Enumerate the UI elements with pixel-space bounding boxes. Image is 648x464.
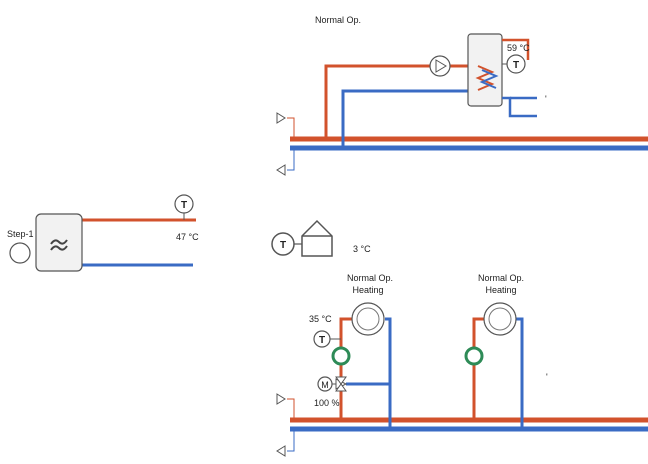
temperature-sensor-icon[interactable]: [174, 194, 194, 214]
heating-return-outlet-line: [287, 431, 295, 452]
circuit-1-sensor-letter: T: [319, 335, 325, 346]
circuit-1-return-pipe: [385, 317, 392, 429]
house-icon: [301, 219, 333, 257]
circuit-1-valve-letter: M: [321, 380, 329, 390]
heating-circuits-group[interactable]: [276, 393, 648, 457]
circuit-2-supply-pipe: [472, 317, 484, 420]
mixing-valve-top-icon: [335, 376, 347, 385]
circuit-1-status: Normal Op.: [347, 273, 393, 283]
temperature-sensor-icon[interactable]: [506, 54, 526, 74]
circuit-2-mode: Heating: [485, 285, 516, 295]
circuit-2-stray-mark: ': [546, 372, 548, 382]
dhw-charge-supply-pipe: [324, 64, 430, 139]
boiler-sensor-letter: T: [181, 200, 187, 211]
return-outlet-arrow-icon: [276, 164, 286, 176]
dhw-cold-in-pipe: [502, 96, 537, 118]
outdoor-temp: 3 °C: [353, 244, 371, 254]
heating-circuit-1[interactable]: Normal Op. Heating 35 °C T M 100 %: [309, 273, 393, 429]
dhw-charge-return-pipe: [341, 89, 476, 148]
boiler-pump-icon[interactable]: [9, 242, 31, 264]
return-outlet-line: [287, 150, 295, 171]
circuit-2-return-pipe: [516, 317, 524, 429]
dhw-hot-out-pipe: [502, 38, 530, 60]
boiler-flow-temp: 47 °C: [176, 232, 199, 242]
circuit-1-flow-temp: 35 °C: [309, 314, 332, 324]
supply-inlet-line: [287, 117, 295, 137]
boiler-label: Step-1: [7, 229, 34, 239]
circuit-2-pump-icon[interactable]: [464, 346, 484, 366]
dhw-pump-arrow-icon: [435, 59, 447, 73]
circuit-1-pump-icon[interactable]: [331, 346, 351, 366]
dhw-stray-mark: ': [545, 94, 547, 104]
radiator-inner-ring: [488, 307, 512, 331]
dhw-pump-icon[interactable]: [429, 55, 451, 77]
dhw-group[interactable]: Normal Op. ' 59 °C T: [276, 15, 648, 176]
outdoor-sensor-group[interactable]: T 3 °C: [271, 219, 371, 257]
outdoor-sensor-letter: T: [280, 240, 286, 251]
dhw-sensor-letter: T: [513, 60, 519, 71]
circuit-2-status: Normal Op.: [478, 273, 524, 283]
supply-inlet-arrow-icon: [276, 112, 286, 124]
dhw-temp: 59 °C: [507, 43, 530, 53]
boiler-group[interactable]: Step-1 T 47 °C: [7, 194, 199, 272]
circuit-1-supply-pipe: [339, 317, 352, 420]
heat-coil-icon: [475, 65, 495, 91]
heating-supply-inlet-line: [287, 398, 295, 418]
heat-coil-return-icon: [479, 69, 499, 89]
circuit-1-mode: Heating: [352, 285, 383, 295]
circuit-1-valve-position: 100 %: [314, 398, 340, 408]
radiator-inner-ring: [356, 307, 380, 331]
flame-icon: [50, 239, 68, 251]
dhw-status: Normal Op.: [315, 15, 361, 25]
heating-supply-inlet-arrow-icon: [276, 393, 286, 405]
heating-return-outlet-arrow-icon: [276, 445, 286, 457]
heating-circuit-2[interactable]: Normal Op. Heating ': [464, 273, 548, 429]
mixing-valve-bottom-icon: [335, 383, 347, 392]
